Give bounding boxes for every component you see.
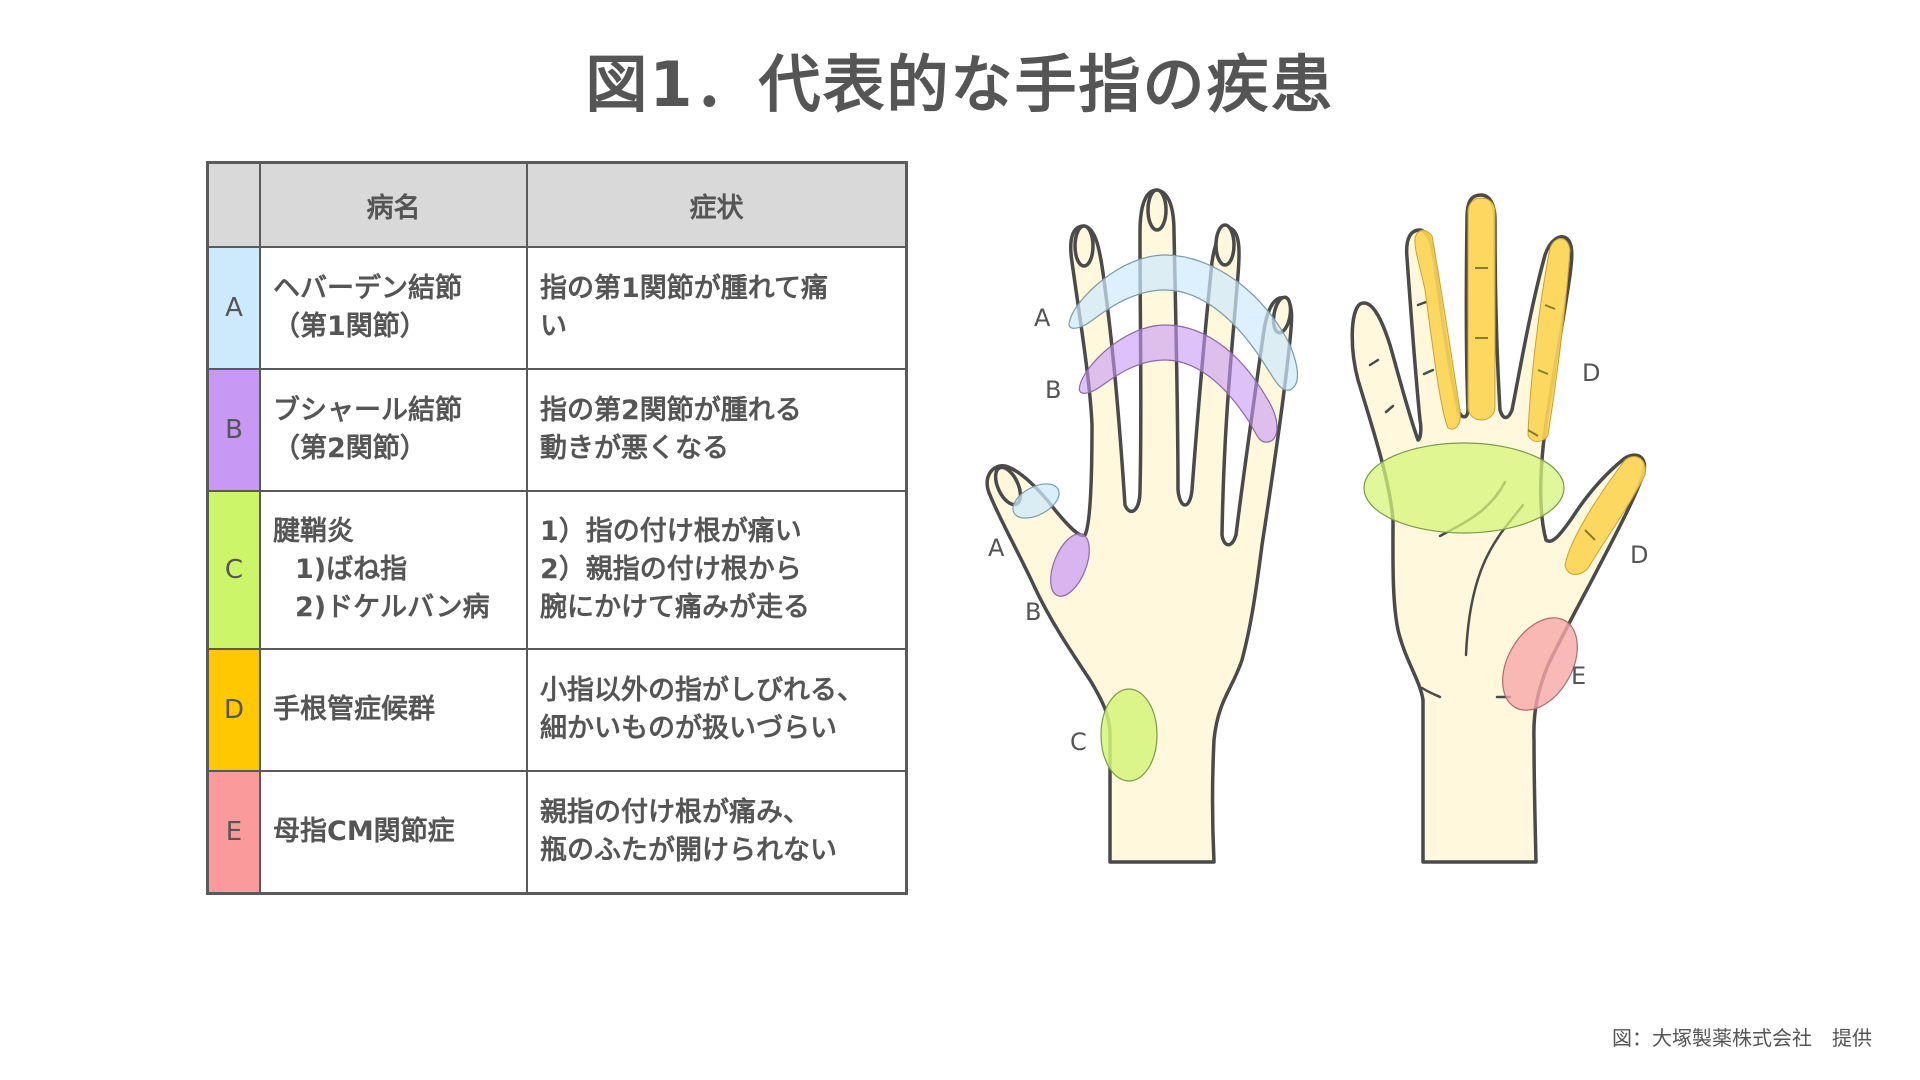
page-title: 図1．代表的な手指の疾患 — [585, 48, 1335, 121]
symptom-line: 指の第2関節が腫れる — [540, 395, 802, 426]
label-d-thumb: D — [1630, 541, 1648, 569]
band-b-fingers — [1078, 324, 1278, 443]
label-c-wrist: C — [1070, 728, 1087, 756]
palm-c-mark — [1363, 442, 1565, 534]
label-b-thumb: B — [1025, 598, 1041, 626]
table-row: A ヘバーデン結節 （第1関節） 指の第1関節が腫れて痛 い — [206, 246, 908, 370]
symptoms: 親指の付け根が痛み、 瓶のふたが開けられない — [526, 770, 908, 895]
row-letter-b: B — [206, 368, 261, 492]
table-row: C 腱鞘炎 1)ばね指 2)ドケルバン病 1）指の付け根が痛い 2）親指の付け根… — [206, 490, 908, 650]
header-symptoms: 症状 — [526, 161, 908, 248]
name-line: ヘバーデン結節 — [273, 273, 462, 304]
name-line: （第2関節） — [273, 433, 427, 464]
symptoms: 指の第2関節が腫れる 動きが悪くなる — [526, 368, 908, 492]
name-line: ブシャール結節 — [273, 395, 462, 426]
disease-name: 腱鞘炎 1)ばね指 2)ドケルバン病 — [259, 490, 528, 650]
label-d-fingers: D — [1582, 359, 1600, 387]
d-fingers-marks — [1414, 197, 1646, 575]
disease-name: 母指CM関節症 — [259, 770, 528, 895]
disease-table: 病名 症状 A ヘバーデン結節 （第1関節） 指の第1関節が腫れて痛 い B ブ… — [206, 161, 908, 895]
name-line: （第1関節） — [273, 311, 427, 342]
symptom-line: 2）親指の付け根から — [540, 554, 802, 585]
name-line: 手根管症候群 — [273, 694, 435, 725]
name-line: 1)ばね指 — [295, 554, 408, 585]
thumb-base-e-mark — [1502, 617, 1578, 711]
symptom-line: 細かいものが扱いづらい — [540, 713, 837, 744]
label-e-thumb-base: E — [1571, 662, 1586, 690]
symptom-line: い — [540, 311, 567, 342]
row-letter-e: E — [206, 770, 261, 895]
symptoms: 指の第1関節が腫れて痛 い — [526, 246, 908, 370]
symptom-line: 腕にかけて痛みが走る — [540, 592, 810, 623]
symptom-line: 動きが悪くなる — [540, 433, 729, 464]
symptom-line: 小指以外の指がしびれる、 — [540, 675, 864, 706]
band-a-fingers — [1068, 254, 1299, 391]
d-joint-lines — [1475, 267, 1596, 541]
table-row: D 手根管症候群 小指以外の指がしびれる、 細かいものが扱いづらい — [206, 648, 908, 772]
name-line: 2)ドケルバン病 — [295, 592, 490, 623]
table-row: E 母指CM関節症 親指の付け根が痛み、 瓶のふたが開けられない — [206, 770, 908, 895]
label-a-thumb: A — [988, 534, 1005, 562]
disease-name: ヘバーデン結節 （第1関節） — [259, 246, 528, 370]
wrist-c-mark — [1100, 688, 1158, 782]
name-line: 腱鞘炎 — [273, 516, 354, 547]
header-disease-name: 病名 — [259, 161, 528, 248]
disease-name: ブシャール結節 （第2関節） — [259, 368, 528, 492]
symptom-line: 親指の付け根が痛み、 — [540, 797, 810, 828]
symptoms: 1）指の付け根が痛い 2）親指の付け根から 腕にかけて痛みが走る — [526, 490, 908, 650]
thumb-b-mark — [1050, 533, 1090, 597]
symptom-line: 1）指の付け根が痛い — [540, 516, 802, 547]
thumb-a-mark — [1012, 483, 1060, 519]
label-b-fingers: B — [1045, 376, 1061, 404]
table-row: B ブシャール結節 （第2関節） 指の第2関節が腫れる 動きが悪くなる — [206, 368, 908, 492]
symptom-line: 指の第1関節が腫れて痛 — [540, 273, 828, 304]
label-a-fingers: A — [1034, 304, 1051, 332]
symptom-line: 瓶のふたが開けられない — [540, 835, 837, 866]
row-letter-c: C — [206, 490, 261, 650]
name-line: 母指CM関節症 — [273, 816, 455, 847]
header-letter — [206, 161, 261, 248]
row-letter-a: A — [206, 246, 261, 370]
image-credit: 図：大塚製薬株式会社 提供 — [1612, 1026, 1872, 1050]
table-header-row: 病名 症状 — [206, 161, 908, 248]
disease-name: 手根管症候群 — [259, 648, 528, 772]
row-letter-d: D — [206, 648, 261, 772]
symptoms: 小指以外の指がしびれる、 細かいものが扱いづらい — [526, 648, 908, 772]
